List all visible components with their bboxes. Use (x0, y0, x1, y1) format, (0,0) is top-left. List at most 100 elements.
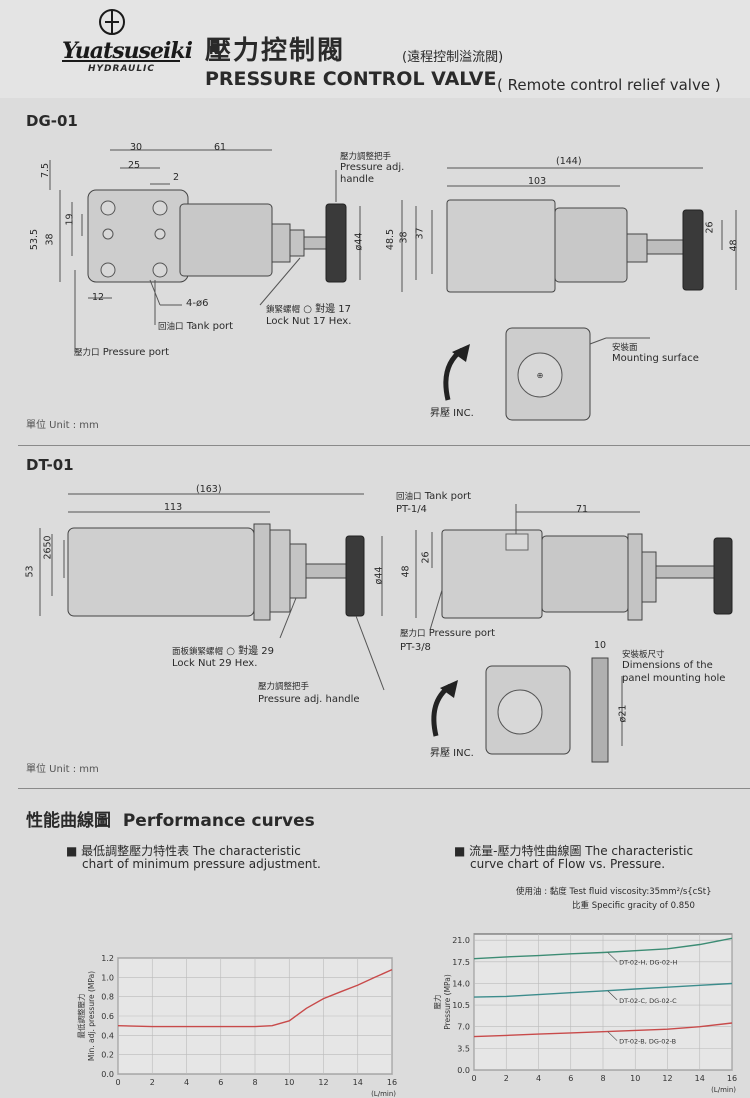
dt01-pressure-size: PT-3/8 (400, 642, 431, 653)
fluid-note: 使用油 : 黏度 Test fluid viscosity:35mm²/s{cS… (516, 887, 712, 897)
dt01-label: DT-01 (26, 456, 74, 474)
dg01-locknut-en: Lock Nut 17 Hex. (266, 316, 352, 327)
section-divider-2 (18, 788, 750, 789)
chart2-xtick: 14 (695, 1074, 705, 1083)
dt01-handle-en: Pressure adj. handle (258, 694, 360, 705)
chart2-series-leader-0 (607, 952, 618, 962)
brand-underline (62, 60, 180, 62)
chart1-xtick: 12 (318, 1078, 328, 1087)
chart1-xtick: 4 (184, 1078, 189, 1087)
brand-subtitle: HYDRAULIC (88, 64, 156, 74)
chart1-ytick: 0.6 (101, 1012, 114, 1021)
dg01-handle (325, 203, 347, 283)
dt01-inc-arrow-icon (431, 683, 452, 737)
header-band (0, 0, 750, 98)
chart2-ylabel-cn: 壓力 (432, 995, 442, 1010)
chart2-series-leader-2 (607, 1031, 618, 1041)
chart1-xunit: (L/min) (371, 1090, 396, 1098)
dt01-dim-53: 53 (24, 565, 36, 578)
chart1-xtick: 16 (387, 1078, 397, 1087)
dg01-dim-48: 48 (728, 239, 740, 252)
chart2-series-line-2 (473, 1022, 733, 1038)
dt01-front-body (67, 527, 255, 617)
page-subtitle-en: ( Remote control relief valve ) (497, 76, 721, 94)
dg01-dim-53-5: 53.5 (29, 228, 41, 251)
chart1-ytick: 0.4 (101, 1031, 114, 1040)
chart2-ytick: 14.0 (452, 979, 470, 988)
dg01-mount-en: Mounting surface (612, 353, 699, 364)
brand-name: Yuatsuseiki (62, 38, 193, 64)
chart1-series-line-0 (117, 968, 393, 1028)
dg01-handle-en2: handle (340, 174, 375, 185)
dt01-dim-50: 50 (42, 535, 54, 548)
chart2-series-leader-1 (607, 990, 618, 1001)
chart2-ytick: 7.0 (457, 1023, 470, 1032)
chart2-ytick: 17.5 (452, 958, 470, 967)
chart2-series-label-1: DT-02-C, DG-02-C (619, 997, 677, 1005)
dg01-pressure-en: Pressure port (102, 347, 170, 358)
dt01-dim-163: (163) (196, 484, 222, 495)
dt01-handle-cn: 壓力調整把手 (258, 682, 310, 692)
dg01-locknut-cn-row: 鎖緊螺帽 ○ 對邊 17 (266, 304, 352, 315)
dt01-drawing (39, 493, 733, 763)
dg01-handle-en1: Pressure adj. (340, 162, 405, 173)
dt01-dim-26: 26 (42, 547, 54, 560)
dg01-dim-30: 30 (130, 142, 143, 153)
dg01-locknut-cn2: 對邊 17 (315, 304, 352, 315)
dt01-panelnut-cn2: 對邊 29 (238, 646, 275, 657)
dt01-panelnut-cn-row: 面板鎖緊螺帽 ○ 對邊 29 (172, 646, 275, 657)
dg01-tank-cn: 回油口 (158, 322, 184, 332)
section-divider-1 (18, 445, 750, 446)
dg01-dim-26: 26 (704, 221, 716, 234)
dg01-dim-103: 103 (528, 176, 547, 187)
chart1-title-2: chart of minimum pressure adjustment. (82, 857, 321, 871)
dg01-tank-en: Tank port (186, 321, 234, 332)
dt01-dim-113: 113 (164, 502, 183, 513)
chart2-xtick: 4 (536, 1074, 541, 1083)
dg01-drawing: ⊕ (49, 149, 737, 421)
dg01-dim-61: 61 (214, 142, 227, 153)
chart1-ytick: 0.2 (101, 1051, 114, 1060)
gravity-note: 比重 Specific gracity of 0.850 (572, 901, 695, 911)
chart2-ytick: 3.5 (457, 1044, 470, 1053)
chart2-xtick: 12 (662, 1074, 672, 1083)
chart1-xtick: 6 (218, 1078, 223, 1087)
dg01-locknut-cn: 鎖緊螺帽 (266, 305, 301, 315)
chart2-xtick: 8 (600, 1074, 605, 1083)
dt01-tank-size: PT-1/4 (396, 504, 427, 515)
dt01-dim-d44: ø44 (373, 566, 385, 585)
chart1-ylabel-cn: 最低調整壓力 (76, 994, 86, 1039)
dt01-dim-26b: 26 (420, 551, 432, 564)
dg01-pressure-port: 壓力口 Pressure port (74, 346, 169, 358)
dt01-dim-10: 10 (594, 640, 607, 651)
dg01-dim-d44: ø44 (353, 232, 365, 251)
chart1-ytick: 0.8 (101, 993, 114, 1002)
chart2-series-label-0: DT-02-H, DG-02-H (619, 959, 677, 967)
dt01-handle (345, 535, 365, 617)
chart2-title-1: ■ 流量-壓力特性曲線圖 The characteristic (454, 844, 694, 858)
dt01-panel-section (591, 657, 609, 763)
chart1-xtick: 0 (115, 1078, 120, 1087)
dt01-unit: 單位 Unit : mm (26, 764, 99, 775)
dg01-mount-cn: 安裝面 (612, 343, 638, 353)
page-title-en: PRESSURE CONTROL VALVE (205, 68, 497, 90)
chart1-xtick: 2 (150, 1078, 155, 1087)
dg01-mount-mark: ⊕ (537, 371, 544, 380)
page-subtitle-cn: (遠程控制溢流閥) (402, 50, 504, 65)
dg01-inc: 昇壓 INC. (430, 408, 474, 419)
chart1-xtick: 8 (252, 1078, 257, 1087)
dg01-tank-port: 回油口 Tank port (158, 320, 233, 332)
dt01-dim-71: 71 (576, 504, 589, 515)
dt01-tank-en: Tank port (424, 491, 472, 502)
dg01-dim-25: 25 (128, 160, 141, 171)
chart2-series-line-1 (473, 982, 733, 998)
chart2-xtick: 0 (471, 1074, 476, 1083)
chart2-ytick: 0.0 (457, 1066, 470, 1075)
dg01-holes: 4-ø6 (186, 298, 209, 309)
dt01-pressure-cn: 壓力口 (400, 629, 426, 639)
dg01-unit: 單位 Unit : mm (26, 420, 99, 431)
dt01-inc: 昇壓 INC. (430, 748, 474, 759)
dg01-pressure-cn: 壓力口 (74, 348, 100, 358)
chart2-series-label-2: DT-02-B, DG-02-B (619, 1038, 676, 1046)
